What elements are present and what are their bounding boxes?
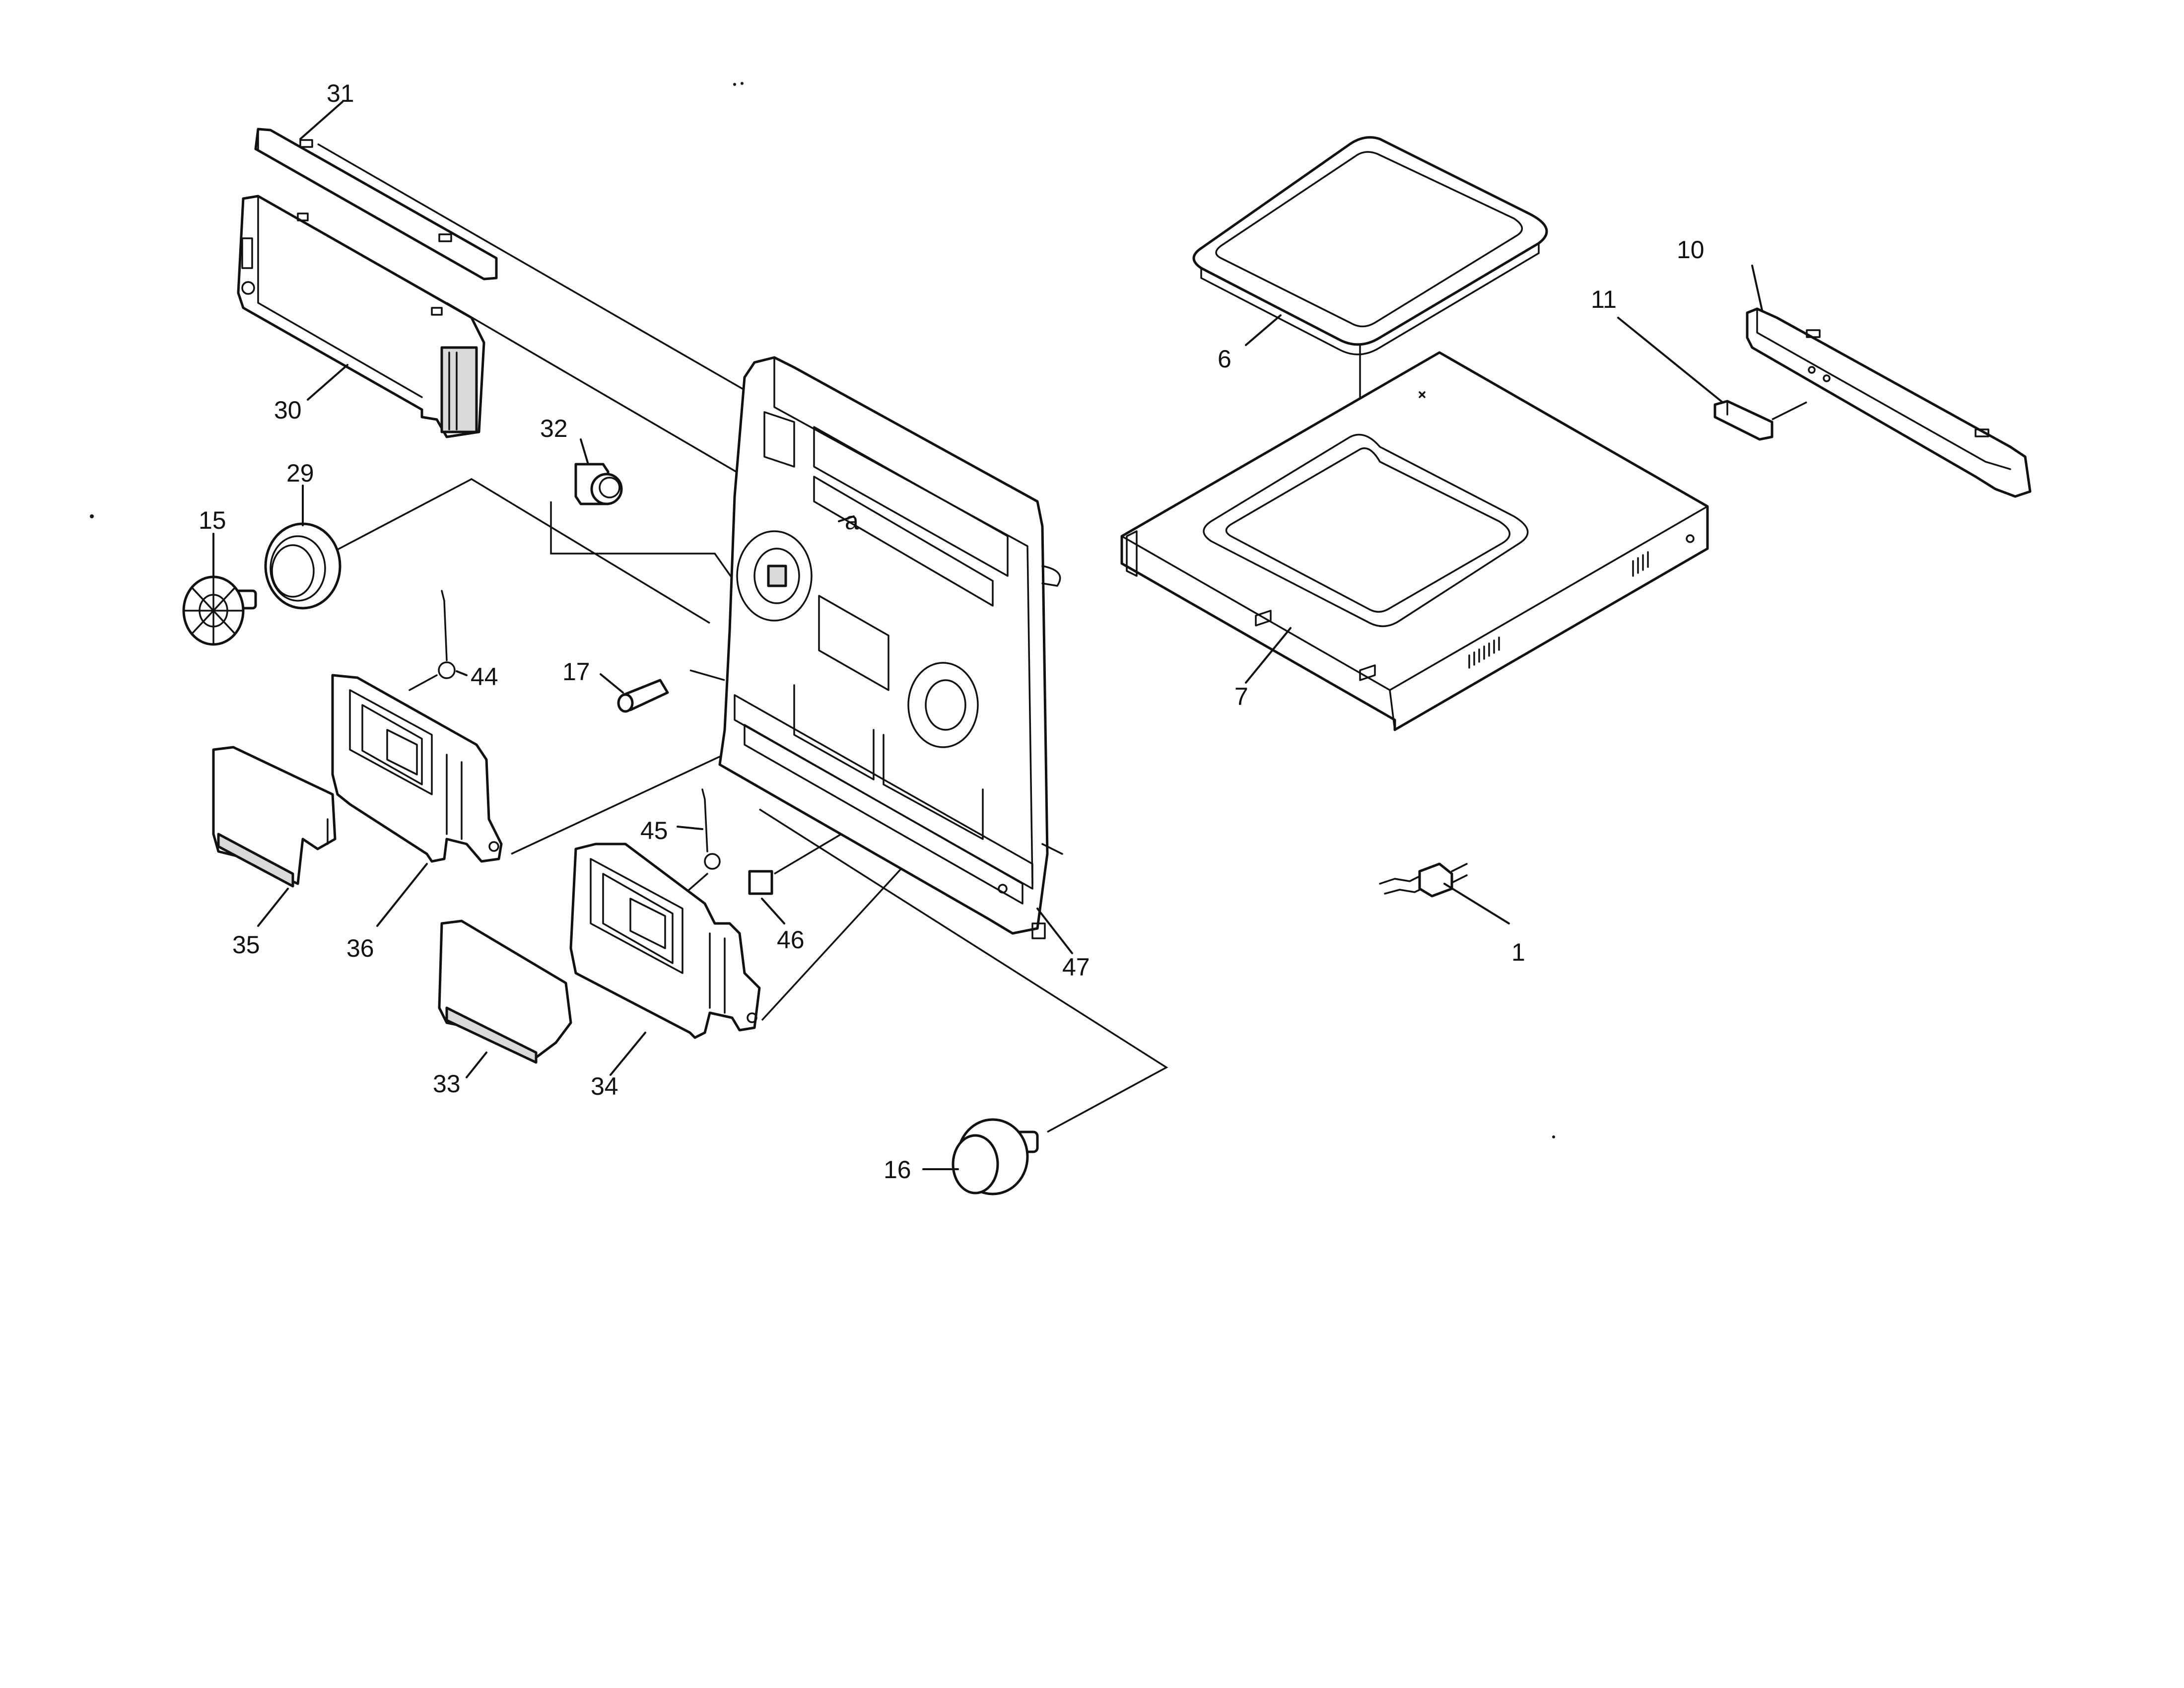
part-31-top-trim (254, 128, 498, 281)
part-44-spring (409, 590, 456, 691)
part-30-top-front-panel (237, 195, 485, 438)
label-6: 6 (1218, 345, 1231, 373)
part-45-spring (686, 788, 721, 892)
part-32-button (574, 463, 623, 505)
label-47: 47 (1062, 953, 1090, 981)
part-7-cabinet (1120, 351, 1709, 731)
label-32: 32 (540, 415, 568, 442)
label-46: 46 (777, 926, 805, 954)
part-number-labels: 31 30 32 29 15 44 17 a 45 46 47 35 36 33… (199, 79, 1705, 1184)
label-45: 45 (640, 817, 668, 844)
scan-specks (90, 82, 1555, 1138)
part-47-front-chassis (718, 356, 1063, 939)
part-34-cassette-door-frame (569, 843, 761, 1039)
part-33-cassette-lid (438, 919, 572, 1064)
label-35: 35 (232, 931, 260, 959)
vent-slots-front (1468, 636, 1500, 669)
part-17-shaft (617, 679, 669, 713)
label-33: 33 (433, 1070, 461, 1098)
label-30: 30 (274, 396, 302, 424)
label-1: 1 (1511, 938, 1525, 966)
label-34: 34 (591, 1072, 618, 1100)
leader-lines (212, 101, 1763, 1170)
part-46-pad (748, 870, 773, 895)
label-36: 36 (346, 934, 374, 962)
part-16-knob (952, 1118, 1039, 1196)
part-11-badge (1713, 400, 1774, 441)
label-10: 10 (1677, 236, 1705, 264)
label-11: 11 (1591, 285, 1617, 313)
label-17: 17 (562, 658, 590, 686)
label-a: a (845, 507, 859, 535)
label-15: 15 (199, 506, 226, 534)
part-6-top-panel (1192, 136, 1548, 355)
part-10-side-trim (1746, 307, 2032, 498)
part-35-cassette-lid (212, 746, 337, 888)
vent-slots-side (1632, 551, 1649, 577)
label-7: 7 (1234, 683, 1248, 710)
part-36-cassette-door-frame (331, 674, 503, 863)
label-44: 44 (471, 663, 498, 691)
label-29: 29 (286, 459, 314, 487)
part-1-power-cord (1379, 862, 1468, 898)
label-31: 31 (327, 79, 354, 107)
part-29-ring-knob (264, 522, 341, 610)
label-16: 16 (884, 1156, 911, 1184)
part-15-dial-knob (182, 575, 257, 646)
